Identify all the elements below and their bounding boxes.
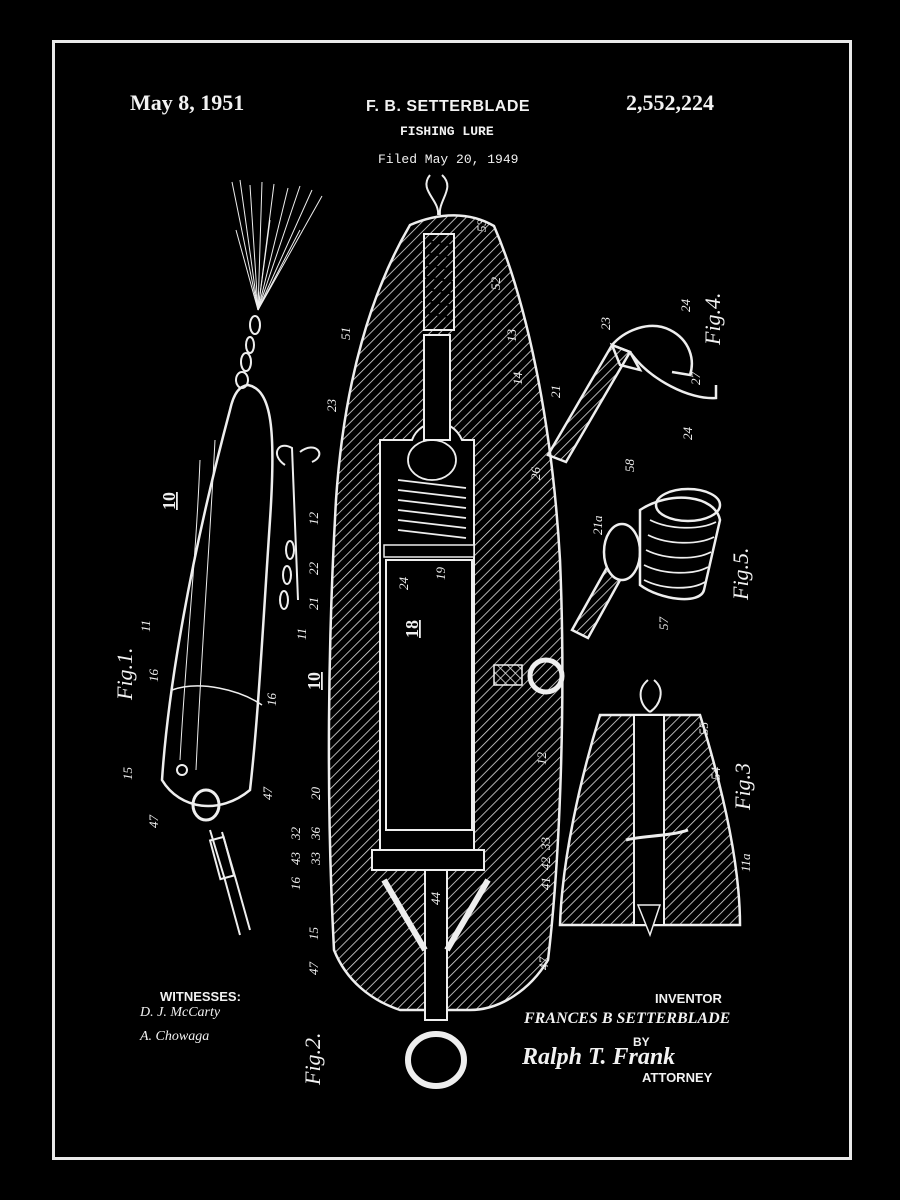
svg-text:47: 47 [260,787,275,801]
svg-text:11: 11 [294,628,309,640]
svg-text:47: 47 [536,957,551,971]
fig2-lure-section [327,174,565,1089]
fig2-label: Fig.2. [300,1032,325,1085]
svg-text:21a: 21a [590,515,605,535]
page-border [52,40,852,1160]
svg-text:16: 16 [146,669,161,683]
svg-text:53: 53 [474,219,489,233]
svg-text:42: 42 [538,857,553,871]
svg-text:24: 24 [678,299,693,313]
svg-text:54: 54 [708,767,723,781]
inventor-signature: FRANCES B SETTERBLADE [524,1010,731,1027]
by-label: BY [633,1035,650,1049]
ref-18: 18 [402,620,422,638]
svg-text:24: 24 [396,577,411,591]
svg-text:16: 16 [264,693,279,707]
fig5-label: Fig.5. [728,547,753,600]
svg-text:58: 58 [622,459,637,473]
svg-text:51: 51 [338,327,353,340]
svg-text:52: 52 [488,277,503,291]
fig4-label: Fig.4. [700,292,725,345]
attorney-signature: Ralph T. Frank [522,1044,676,1070]
fig3-nose-section [558,679,742,938]
svg-text:21: 21 [306,597,321,610]
inventor-label: INVENTOR [655,991,722,1006]
svg-text:41: 41 [538,877,553,890]
svg-text:15: 15 [120,767,135,781]
svg-text:44: 44 [428,892,443,906]
witness-signature-1: D. J. McCarty [140,1005,221,1020]
svg-text:11a: 11a [738,853,753,872]
attorney-label: ATTORNEY [642,1070,713,1085]
svg-text:12: 12 [306,512,321,526]
svg-text:43: 43 [288,852,303,866]
fig4-clip [546,324,718,464]
svg-text:33: 33 [538,837,553,852]
svg-text:13: 13 [504,329,519,343]
svg-text:47: 47 [146,815,161,829]
inventor-name: F. B. SETTERBLADE [366,98,531,115]
svg-text:16: 16 [288,877,303,891]
witnesses-label: WITNESSES: [160,989,241,1004]
svg-text:36: 36 [308,827,323,842]
svg-text:23: 23 [598,317,613,331]
patent-title: FISHING LURE [400,124,494,139]
svg-text:20: 20 [308,787,323,801]
svg-text:55: 55 [696,722,711,736]
svg-text:15: 15 [306,927,321,941]
svg-text:57: 57 [656,617,671,631]
issue-date: May 8, 1951 [130,90,245,115]
ref-10-fig1: 10 [159,492,179,510]
svg-text:23: 23 [324,399,339,413]
fig1-lure-exterior [160,179,323,936]
fig5-sleeve [570,487,722,640]
ref-10-fig2: 10 [304,672,324,690]
svg-text:32: 32 [288,827,303,842]
svg-text:22: 22 [306,562,321,576]
patent-number: 2,552,224 [626,90,714,115]
svg-text:27: 27 [688,372,703,386]
fig3-label: Fig.3 [730,762,755,810]
svg-text:47: 47 [306,962,321,976]
svg-text:33: 33 [308,852,323,867]
svg-text:19: 19 [433,567,448,581]
svg-text:24: 24 [680,427,695,441]
filed-date: Filed May 20, 1949 [378,152,519,167]
witness-signature-2: A. Chowaga [140,1029,210,1044]
svg-text:14: 14 [510,372,525,386]
svg-text:12: 12 [534,752,549,766]
svg-text:21: 21 [548,385,563,398]
svg-text:11: 11 [138,620,153,632]
fig1-label: Fig.1. [112,647,137,700]
svg-text:26: 26 [528,467,543,481]
